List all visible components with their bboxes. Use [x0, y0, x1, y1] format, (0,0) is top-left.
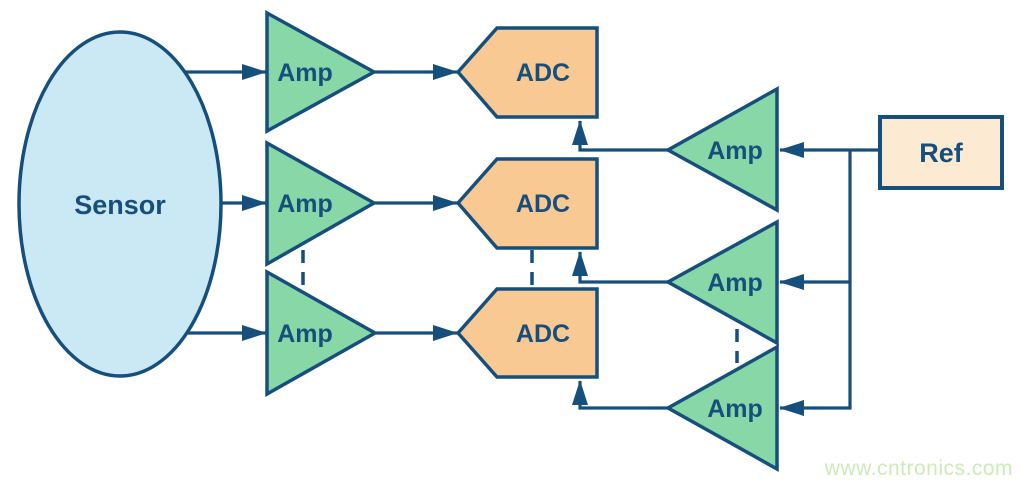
connector-refamp-2-to-adc-2 [572, 251, 668, 284]
signal-amp-label-1: Amp [277, 59, 333, 87]
sensor-shape [17, 30, 223, 378]
ref-amp-label-3: Amp [707, 395, 763, 423]
ref-amp-node-1: Amp [664, 86, 779, 213]
ref-amp-label-1: Amp [707, 137, 763, 165]
adc-node-2: ADC [455, 157, 599, 250]
ref-amp-label-2: Amp [707, 269, 763, 297]
sensor-label: Sensor [74, 190, 166, 220]
ref-amp-node-2: Amp [664, 219, 779, 346]
adc-node-1: ADC [455, 26, 599, 119]
signal-amp-node-1: Amp [265, 10, 378, 134]
ref-amp-shape-2 [664, 219, 779, 346]
ref-amp-node-3: Amp [664, 344, 779, 472]
adc-label-3: ADC [516, 320, 570, 348]
signal-amp-label-2: Amp [277, 190, 333, 218]
signal-amp-label-3: Amp [277, 320, 333, 348]
signal-amp-shape-3 [265, 269, 379, 397]
adc-shape-1 [455, 26, 599, 119]
connector-refamp-1-to-adc-1 [572, 120, 668, 152]
signal-amp-shape-2 [265, 140, 378, 268]
adc-shape-2 [455, 157, 599, 250]
ref-amp-shape-3 [664, 344, 779, 472]
signal-amp-shape-1 [265, 10, 378, 134]
connector-refamp-3-to-adc-3 [572, 380, 668, 410]
ref-amp-shape-1 [664, 86, 779, 213]
adc-shape-3 [455, 287, 599, 379]
ref-shape [878, 115, 1004, 190]
sensor-node: Sensor [17, 30, 223, 378]
adc-label-1: ADC [516, 59, 570, 87]
signal-amp-node-2: Amp [265, 140, 378, 268]
watermark-text: www.cntronics.com [824, 457, 1013, 480]
connector-ref-trunk-to-refamp-3 [779, 150, 852, 416]
adc-label-2: ADC [516, 190, 570, 218]
ref-node: Ref [878, 115, 1004, 190]
ref-label: Ref [919, 138, 964, 168]
signal-amp-node-3: Amp [265, 269, 379, 397]
adc-node-3: ADC [455, 287, 599, 379]
